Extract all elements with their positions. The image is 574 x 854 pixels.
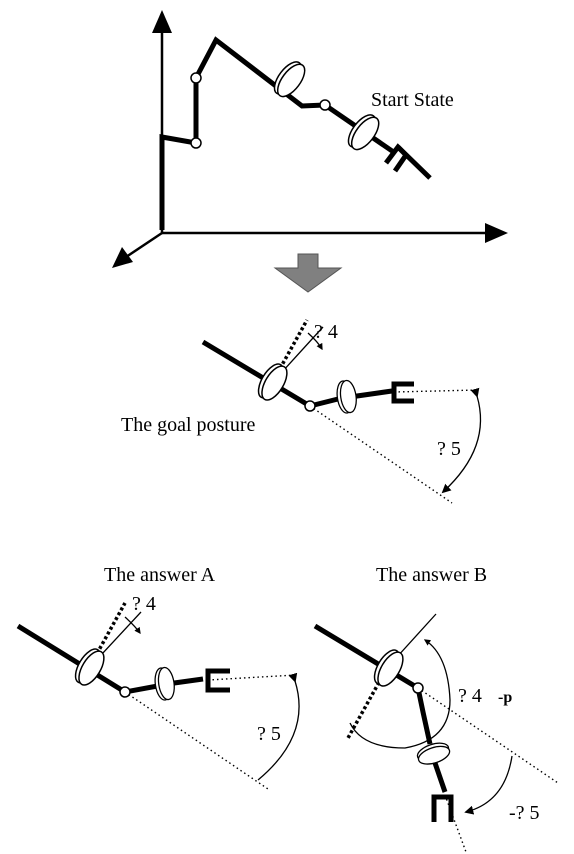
goal-theta5-arc [441,387,482,494]
joint-icon [119,686,131,698]
start-gripper [384,143,432,180]
answer-b-dotted-ref-line [417,687,559,784]
answer-a-dotted-ref-line [124,691,269,790]
goal-posture-label: The goal posture [121,414,256,436]
joint-icon [190,72,202,84]
start-gripper-finger [392,145,410,173]
answer-a-label: The answer A [104,564,216,586]
goal-theta4-label: ? 4 [314,321,338,343]
joint-icon [304,400,316,412]
answer-a-theta5-arc [257,672,300,781]
goal-theta4-arc [307,332,323,351]
goal-gripper [391,381,414,404]
answer-b-theta4-suffix: -p [498,689,512,706]
answer-b-arm-forearm [431,759,448,793]
transition-arrow-icon [273,253,343,293]
answer-b-theta4-label: ? 4 [458,685,482,707]
y-axis [125,231,163,259]
answer-b-label: The answer B [376,564,487,586]
twist-joint-icon [334,378,359,415]
answer-a-arm-link [16,623,127,695]
goal-theta5-label: ? 5 [437,438,461,460]
answer-b-gripper [431,794,454,822]
answer-a-theta4-label: ? 4 [132,593,156,615]
twist-joint-icon [69,644,110,690]
answer-b-theta5-label: -? 5 [509,802,540,824]
goal-arm-forearm [349,388,393,400]
twist-joint-icon [368,645,409,691]
answer-b-theta5-arc [464,755,513,815]
answer-b-arm-segment [415,687,433,745]
joint-icon [190,137,202,149]
x-axis-arrowhead [485,223,508,243]
answer-a-gripper [205,668,230,693]
joint-icon [319,99,331,111]
twist-joint-icon [268,56,311,102]
answer-a-theta5-label: ? 5 [257,723,281,745]
answer-b-dotted-axis-line [444,794,467,853]
answer-b-figure: ? 4 -p -? 5 The answer B [313,564,559,853]
twist-joint-icon [342,109,385,155]
twist-joint-icon [152,665,177,702]
z-axis-arrowhead [152,10,172,33]
goal-posture-figure: ? 4 ? 5 The goal posture [121,319,482,504]
answer-a-figure: ? 4 ? 5 The answer A [16,564,300,790]
goal-dotted-axis-line [393,389,479,393]
answer-a-theta4-arc [124,616,141,635]
start-state-label: Start State [371,89,454,111]
start-state-figure: Start State [112,10,508,268]
y-axis-arrowhead [112,247,133,268]
answer-b-arm-link [313,623,420,691]
joint-icon [412,682,424,694]
answer-a-dotted-axis-line [207,674,297,681]
answer-b-theta4-arc [349,639,451,749]
goal-arm-link [201,339,312,409]
goal-dotted-ref-line [309,405,453,504]
